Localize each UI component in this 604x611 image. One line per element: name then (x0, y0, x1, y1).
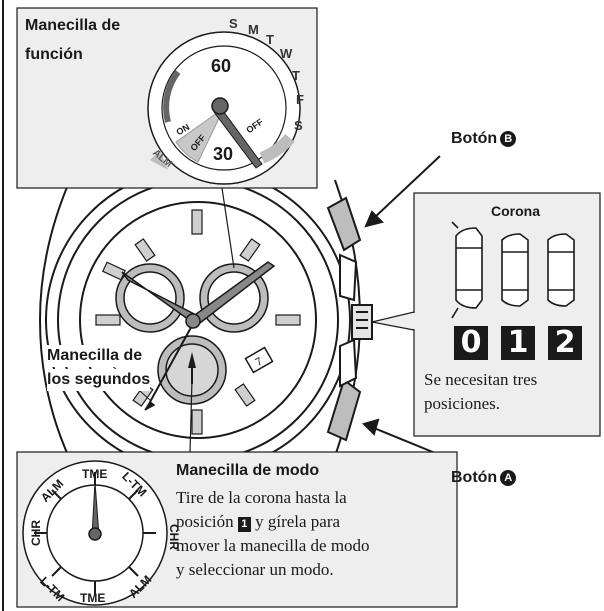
seconds-hand-label-line1: Manecilla de (47, 345, 143, 367)
mode-hand-title: Manecilla de modo (176, 462, 320, 479)
button-a-shape (326, 378, 362, 442)
day-m: M (248, 22, 259, 37)
function-dial-30: 30 (213, 144, 233, 164)
mode-label-tme-top: TME (82, 467, 107, 481)
crown-shape (351, 304, 373, 340)
mode-hand-desc-post: y gírela para (255, 512, 341, 531)
button-b-shape (326, 196, 362, 252)
mode-label-chr-right: CHR (167, 524, 181, 550)
mode-hand-position-symbol: 1 (237, 517, 251, 532)
button-b-text: Botón (451, 130, 498, 147)
function-hand-label-line1: Manecilla de (25, 17, 121, 34)
crown-pointer (371, 311, 415, 331)
button-a-arrow (362, 418, 441, 456)
mode-hand-desc-line2: posición 1 y gírela para (176, 511, 340, 533)
day-t1: T (266, 32, 274, 47)
crown-position-0: 0 (454, 326, 488, 360)
day-w: W (280, 46, 293, 61)
crown-position-2: 2 (548, 326, 582, 360)
function-dial-60: 60 (211, 56, 231, 76)
crown-panel (413, 192, 601, 437)
function-dial (147, 31, 301, 185)
crown-position-drawings (451, 221, 575, 319)
day-t2: T (292, 68, 300, 83)
function-hand-pointer (221, 187, 235, 269)
day-s2: S (294, 118, 303, 133)
day-s1: S (229, 16, 238, 31)
crown-title: Corona (491, 203, 540, 219)
mode-dial (22, 460, 168, 606)
mode-subdial-hand (188, 352, 196, 368)
button-a-symbol: A (500, 470, 517, 486)
mode-label-tme-bottom: TME (80, 591, 105, 605)
button-b-symbol: B (500, 131, 517, 147)
crown-position-1: 1 (501, 326, 535, 360)
mode-hand-desc-pre: posición (176, 512, 234, 531)
mode-label-chr-left: CHR (29, 520, 43, 546)
button-b-arrow (364, 155, 441, 228)
day-f: F (296, 92, 304, 107)
svg-text:7: 7 (254, 355, 265, 368)
date-window: 7 (244, 346, 274, 374)
main-hands (121, 261, 276, 411)
mode-hand-desc-line4: y seleccionar un modo. (176, 560, 334, 579)
function-dial-days: S M T W T F S (229, 16, 304, 133)
mode-hand-desc-line3: mover la manecilla de modo (176, 536, 370, 555)
crown-note-line1: Se necesitan tres (424, 370, 538, 389)
function-hand-label-line2: función (25, 46, 83, 63)
button-a-text: Botón (451, 469, 498, 486)
mode-hand-pointer (189, 379, 193, 453)
case-buttons (326, 196, 373, 442)
crown-note-line2: posiciones. (424, 394, 501, 413)
mode-hand-desc-line1: Tire de la corona hasta la (176, 488, 347, 507)
seconds-hand-label-line2: los segundos (47, 369, 151, 391)
